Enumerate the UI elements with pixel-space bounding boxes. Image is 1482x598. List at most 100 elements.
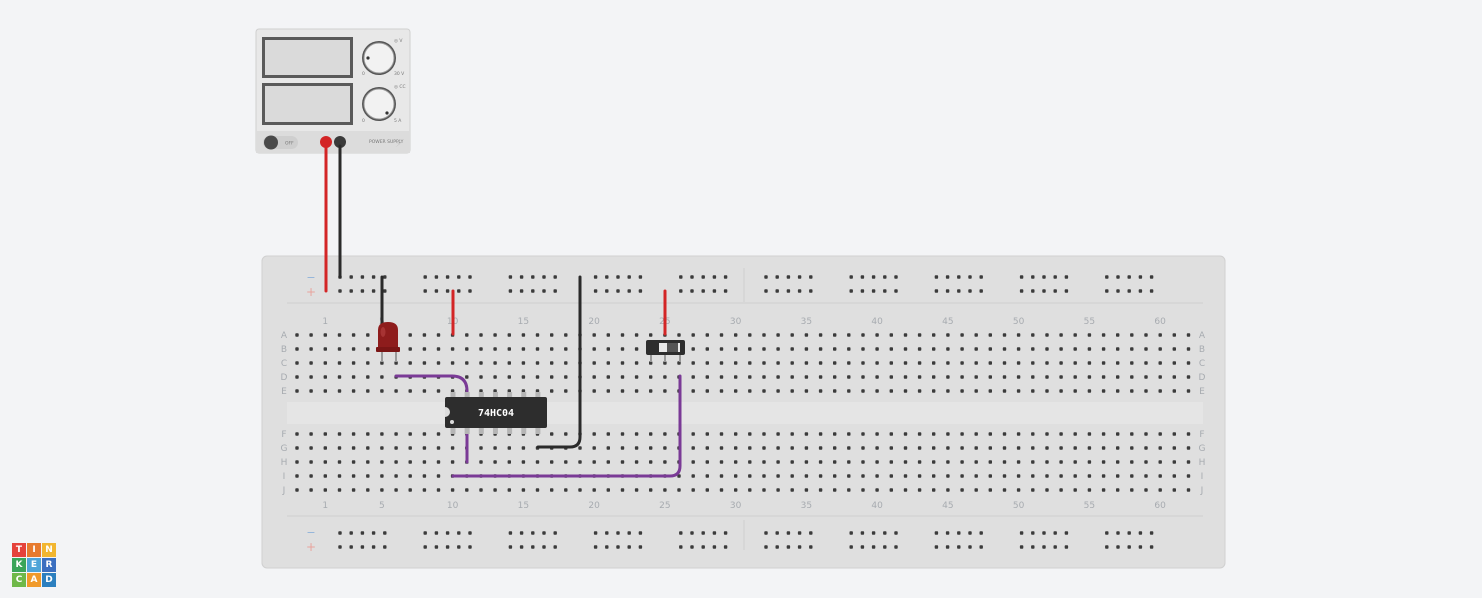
breadboard-hole[interactable]	[790, 460, 794, 464]
breadboard-hole[interactable]	[323, 488, 327, 492]
breadboard-hole[interactable]	[1087, 333, 1092, 337]
breadboard-hole[interactable]	[776, 446, 780, 450]
breadboard-hole[interactable]	[1059, 474, 1063, 478]
breadboard-hole[interactable]	[734, 347, 738, 351]
breadboard-hole[interactable]	[394, 361, 398, 365]
breadboard-hole[interactable]	[960, 361, 964, 365]
breadboard-hole[interactable]	[1144, 488, 1148, 492]
breadboard-hole[interactable]	[1031, 446, 1035, 450]
breadboard-hole[interactable]	[508, 275, 513, 279]
breadboard-hole[interactable]	[323, 361, 327, 365]
breadboard-hole[interactable]	[1172, 474, 1176, 478]
breadboard-hole[interactable]	[849, 289, 853, 293]
breadboard-hole[interactable]	[638, 275, 643, 279]
breadboard-hole[interactable]	[383, 289, 387, 293]
breadboard-hole[interactable]	[875, 446, 879, 450]
breadboard-hole[interactable]	[1172, 347, 1176, 351]
breadboard-hole[interactable]	[1105, 531, 1109, 535]
breadboard-hole[interactable]	[465, 375, 469, 379]
breadboard-hole[interactable]	[1087, 389, 1092, 393]
breadboard-hole[interactable]	[849, 531, 853, 535]
breadboard-hole[interactable]	[1101, 347, 1106, 351]
breadboard-hole[interactable]	[1101, 446, 1106, 450]
breadboard-hole[interactable]	[360, 289, 365, 293]
breadboard-hole[interactable]	[323, 347, 327, 351]
breadboard-hole[interactable]	[917, 333, 922, 337]
breadboard-hole[interactable]	[450, 488, 455, 492]
breadboard-hole[interactable]	[1116, 361, 1120, 365]
breadboard-hole[interactable]	[620, 446, 625, 450]
breadboard-hole[interactable]	[818, 333, 823, 337]
breadboard-hole[interactable]	[436, 446, 441, 450]
breadboard-hole[interactable]	[960, 375, 964, 379]
breadboard-hole[interactable]	[450, 347, 455, 351]
breadboard-hole[interactable]	[932, 389, 936, 393]
breadboard-hole[interactable]	[1101, 375, 1106, 379]
breadboard-hole[interactable]	[1073, 488, 1077, 492]
breadboard-hole[interactable]	[946, 474, 950, 478]
breadboard-hole[interactable]	[861, 375, 865, 379]
breadboard-hole[interactable]	[422, 460, 427, 464]
breadboard-hole[interactable]	[705, 474, 709, 478]
breadboard-hole[interactable]	[734, 333, 738, 337]
breadboard-hole[interactable]	[521, 333, 526, 337]
breadboard-hole[interactable]	[1130, 474, 1134, 478]
breadboard-hole[interactable]	[934, 275, 939, 279]
breadboard-hole[interactable]	[1019, 531, 1024, 535]
breadboard-hole[interactable]	[1116, 333, 1120, 337]
breadboard-hole[interactable]	[1130, 446, 1134, 450]
breadboard-hole[interactable]	[521, 347, 526, 351]
breadboard-hole[interactable]	[1186, 333, 1191, 337]
breadboard-hole[interactable]	[945, 275, 950, 279]
breadboard-hole[interactable]	[422, 474, 427, 478]
breadboard-hole[interactable]	[934, 545, 939, 549]
breadboard-hole[interactable]	[968, 545, 972, 549]
breadboard-hole[interactable]	[719, 460, 724, 464]
breadboard-hole[interactable]	[960, 432, 964, 436]
breadboard-hole[interactable]	[960, 347, 964, 351]
breadboard-hole[interactable]	[762, 375, 766, 379]
breadboard-hole[interactable]	[663, 488, 667, 492]
breadboard-hole[interactable]	[338, 545, 342, 549]
breadboard-hole[interactable]	[1031, 375, 1035, 379]
breadboard-hole[interactable]	[1045, 474, 1049, 478]
breadboard-hole[interactable]	[592, 389, 596, 393]
breadboard-hole[interactable]	[917, 347, 922, 351]
breadboard-hole[interactable]	[295, 474, 299, 478]
breadboard-hole[interactable]	[1116, 474, 1120, 478]
breadboard-hole[interactable]	[309, 375, 313, 379]
breadboard-hole[interactable]	[1116, 446, 1120, 450]
breadboard-hole[interactable]	[1019, 275, 1024, 279]
breadboard-hole[interactable]	[1101, 389, 1106, 393]
breadboard-hole[interactable]	[691, 333, 695, 337]
breadboard-hole[interactable]	[323, 474, 327, 478]
breadboard-hole[interactable]	[705, 446, 709, 450]
breadboard-hole[interactable]	[691, 446, 695, 450]
breadboard-hole[interactable]	[394, 446, 398, 450]
breadboard-hole[interactable]	[457, 531, 461, 535]
breadboard-hole[interactable]	[809, 275, 813, 279]
breadboard-hole[interactable]	[723, 275, 728, 279]
breadboard-hole[interactable]	[804, 361, 809, 365]
breadboard-hole[interactable]	[1144, 432, 1148, 436]
breadboard-hole[interactable]	[1042, 275, 1046, 279]
breadboard-hole[interactable]	[804, 488, 809, 492]
breadboard-hole[interactable]	[1087, 488, 1092, 492]
breadboard-hole[interactable]	[1042, 289, 1046, 293]
breadboard-hole[interactable]	[553, 531, 557, 535]
breadboard-hole[interactable]	[309, 432, 313, 436]
breadboard-hole[interactable]	[1087, 460, 1092, 464]
breadboard-hole[interactable]	[776, 333, 780, 337]
breadboard-hole[interactable]	[408, 333, 412, 337]
breadboard-hole[interactable]	[422, 347, 427, 351]
breadboard-hole[interactable]	[564, 347, 568, 351]
breadboard-hole[interactable]	[1019, 289, 1024, 293]
breadboard-hole[interactable]	[592, 460, 596, 464]
breadboard-hole[interactable]	[790, 347, 794, 351]
breadboard-hole[interactable]	[349, 289, 353, 293]
breadboard-hole[interactable]	[1127, 275, 1131, 279]
breadboard-hole[interactable]	[1144, 446, 1148, 450]
breadboard-hole[interactable]	[1130, 460, 1134, 464]
breadboard-hole[interactable]	[894, 275, 898, 279]
breadboard-hole[interactable]	[366, 333, 370, 337]
